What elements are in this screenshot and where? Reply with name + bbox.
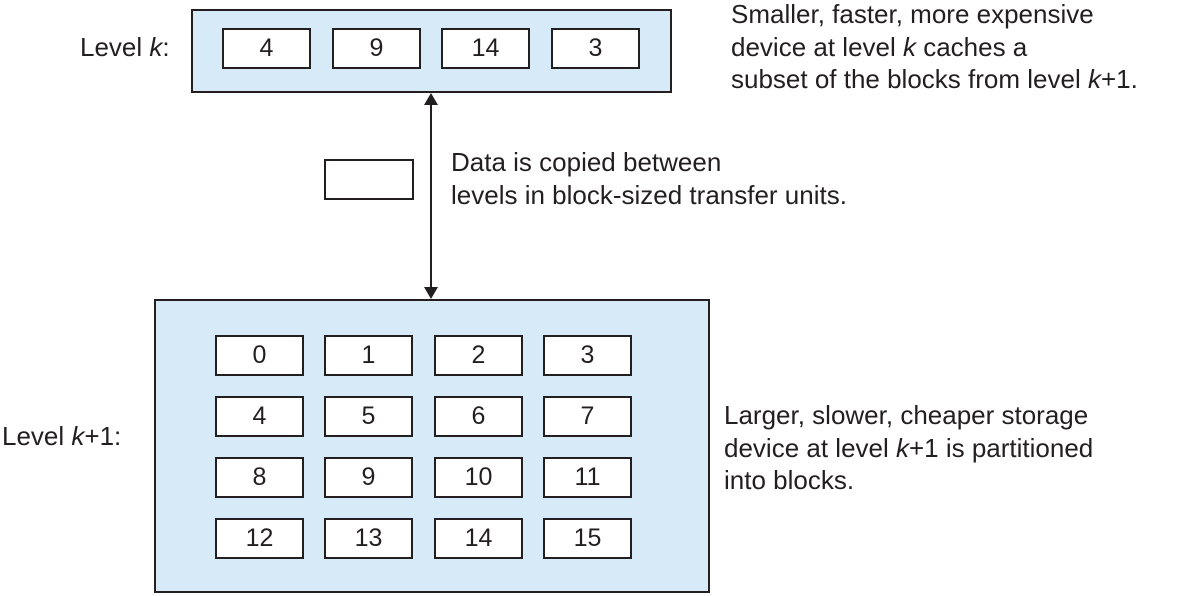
level-k1-block: 0 [215,335,304,376]
transfer-description: Data is copied between levels in block-s… [451,147,847,210]
level-k1-block: 3 [543,335,632,376]
level-k1-block: 14 [434,518,523,559]
level-k-block: 14 [441,28,530,69]
level-k1-label: Level k+1: [2,421,122,451]
transfer-unit-block [324,159,414,200]
level-k1-block: 7 [543,396,632,437]
level-k1-block: 11 [543,457,632,498]
level-k1-block: 8 [215,457,304,498]
level-k1-description: Larger, slower, cheaper storage device a… [724,400,1094,495]
level-k-block: 9 [332,28,421,69]
level-k1-block: 1 [324,335,413,376]
level-k1-block: 12 [215,518,304,559]
level-k1-block: 10 [434,457,523,498]
level-k1-block: 15 [543,518,632,559]
level-k-block: 3 [551,28,640,69]
level-k1-block: 9 [324,457,413,498]
level-k-block: 4 [222,28,311,69]
level-k1-block: 2 [434,335,523,376]
level-k1-block: 6 [434,396,523,437]
level-k1-block: 13 [324,518,413,559]
level-k-description: Smaller, faster, more expensive device a… [731,0,1138,94]
level-k1-block: 4 [215,396,304,437]
level-k-label: Level k: [80,32,170,62]
level-k1-block: 5 [324,396,413,437]
